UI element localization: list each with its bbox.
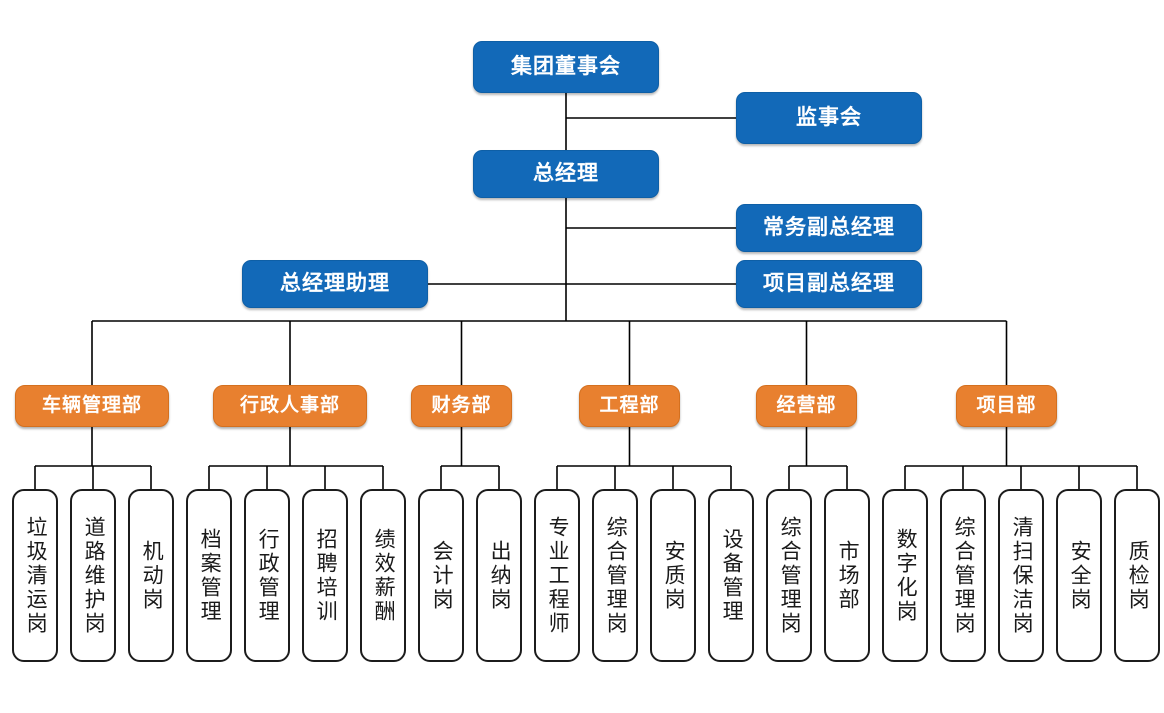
exec-node-exec-deputy-gm[interactable]: 常务副总经理 (736, 204, 922, 252)
post-node-performance-pay[interactable]: 绩效薪酬 (360, 489, 406, 662)
post-node-professional-engineer[interactable]: 专业工程师 (534, 489, 580, 662)
post-node-safety-quality[interactable]: 安质岗 (650, 489, 696, 662)
post-node-general-management-eng[interactable]: 综合管理岗 (592, 489, 638, 662)
dept-node-operations[interactable]: 经营部 (756, 385, 857, 427)
post-node-archive-management[interactable]: 档案管理 (186, 489, 232, 662)
post-node-recruit-training[interactable]: 招聘培训 (302, 489, 348, 662)
exec-node-supervisory[interactable]: 监事会 (736, 92, 922, 144)
dept-node-finance[interactable]: 财务部 (411, 385, 512, 427)
exec-node-general-manager[interactable]: 总经理 (473, 150, 659, 198)
post-node-cleaning-sanitation[interactable]: 清扫保洁岗 (998, 489, 1044, 662)
post-node-general-management-ops[interactable]: 综合管理岗 (766, 489, 812, 662)
post-node-quality-inspection[interactable]: 质检岗 (1114, 489, 1160, 662)
post-node-safety-post[interactable]: 安全岗 (1056, 489, 1102, 662)
post-node-digitalization[interactable]: 数字化岗 (882, 489, 928, 662)
post-node-accounting[interactable]: 会计岗 (418, 489, 464, 662)
post-node-mobile-post[interactable]: 机动岗 (128, 489, 174, 662)
post-node-equipment-management[interactable]: 设备管理 (708, 489, 754, 662)
exec-node-project-deputy-gm[interactable]: 项目副总经理 (736, 260, 922, 308)
dept-node-vehicle-management[interactable]: 车辆管理部 (15, 385, 169, 427)
post-node-marketing[interactable]: 市场部 (824, 489, 870, 662)
dept-node-engineering[interactable]: 工程部 (579, 385, 680, 427)
post-node-general-management-proj[interactable]: 综合管理岗 (940, 489, 986, 662)
post-node-road-maintenance[interactable]: 道路维护岗 (70, 489, 116, 662)
exec-node-gm-assistant[interactable]: 总经理助理 (242, 260, 428, 308)
dept-node-admin-hr[interactable]: 行政人事部 (213, 385, 367, 427)
post-node-garbage-transport[interactable]: 垃圾清运岗 (12, 489, 58, 662)
post-node-cashier[interactable]: 出纳岗 (476, 489, 522, 662)
dept-node-project[interactable]: 项目部 (956, 385, 1057, 427)
exec-node-board[interactable]: 集团董事会 (473, 41, 659, 93)
post-node-admin-management[interactable]: 行政管理 (244, 489, 290, 662)
